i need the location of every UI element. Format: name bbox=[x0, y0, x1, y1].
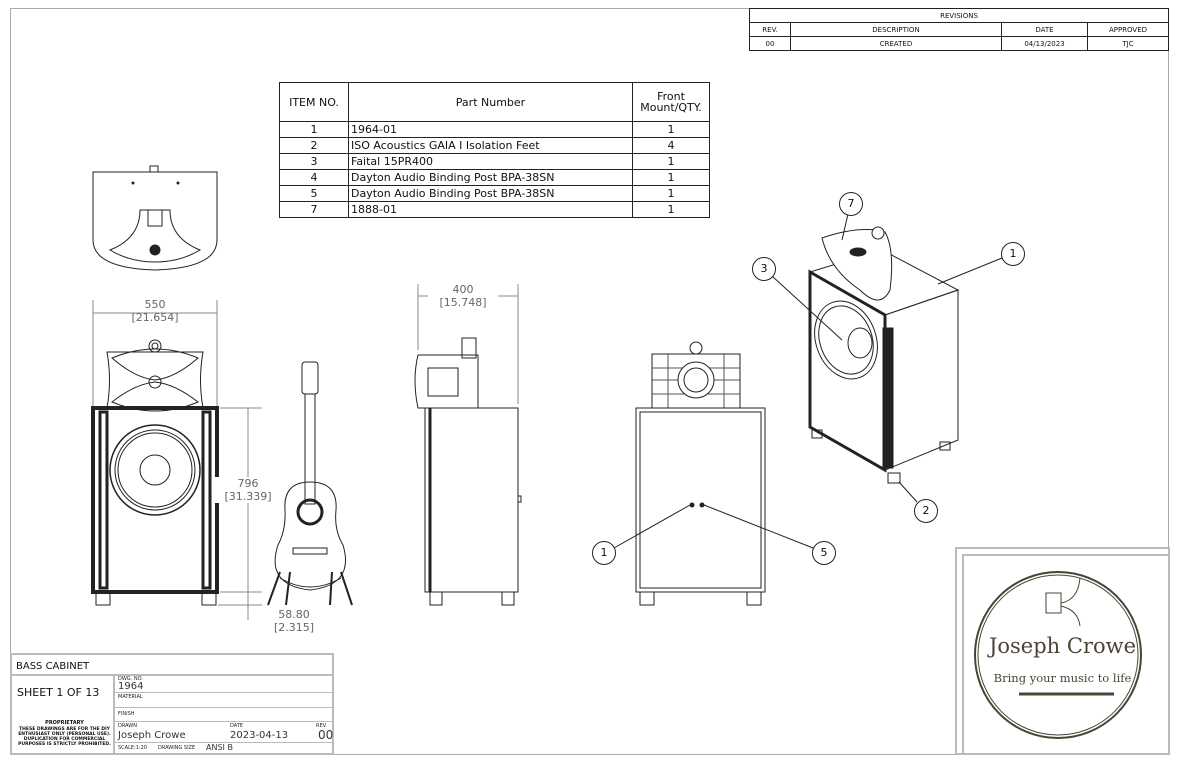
revision-row: 00 CREATED 04/13/2023 TJC bbox=[749, 36, 1169, 51]
balloon-item-2: 2 bbox=[914, 499, 938, 523]
feet-in: [2.315] bbox=[273, 621, 315, 634]
balloon-item-1-back: 1 bbox=[592, 541, 616, 565]
part-number: 1888-01 bbox=[348, 201, 633, 218]
height-dimension: 796[31.339] bbox=[213, 477, 283, 503]
depth-in: [15.748] bbox=[439, 296, 487, 309]
approved-cell: TJC bbox=[1087, 36, 1169, 51]
qty-header-line1: Front bbox=[657, 90, 685, 103]
rev-label: REV. bbox=[316, 723, 327, 729]
drawn-label: DRAWN bbox=[118, 723, 137, 729]
qty-header-line2: Mount/QTY. bbox=[640, 101, 702, 114]
top-view bbox=[92, 165, 218, 271]
side-view bbox=[414, 284, 522, 606]
balloon-item-7: 7 bbox=[839, 192, 863, 216]
drawing-size-label: DRAWING SIZE bbox=[158, 745, 196, 751]
back-view bbox=[613, 341, 814, 606]
logo-name: Joseph Crowe bbox=[988, 634, 1137, 658]
dwg-no-label: DWG. NO. bbox=[118, 676, 143, 682]
dwg-no: 1964 bbox=[118, 681, 144, 692]
item-no: 7 bbox=[279, 201, 349, 218]
title-block: BASS CABINET SHEET 1 OF 13 DWG. NO. 1964… bbox=[10, 653, 334, 755]
logo-tagline: Bring your music to life bbox=[993, 671, 1132, 685]
width-mm: 550 bbox=[144, 298, 166, 311]
depth-dimension: 400[15.748] bbox=[428, 283, 498, 309]
scale: SCALE:1:20 bbox=[118, 745, 147, 751]
date-label: DATE bbox=[230, 723, 244, 729]
guitar-scale-reference bbox=[267, 361, 353, 606]
item-no-header: ITEM NO. bbox=[279, 82, 349, 122]
drawn-by: Joseph Crowe bbox=[118, 730, 186, 741]
drawing-date: 2023-04-13 bbox=[230, 730, 289, 741]
height-in: [31.339] bbox=[224, 490, 272, 503]
part-number: Faital 15PR400 bbox=[348, 153, 633, 170]
finish-label: FINISH bbox=[118, 711, 135, 717]
feet-dimension: 58.80[2.315] bbox=[259, 608, 329, 634]
balloon-item-5: 5 bbox=[812, 541, 836, 565]
proprietary-notice: THESE DRAWINGS ARE FOR THE DIY ENTHUSIAS… bbox=[18, 727, 111, 747]
rev-cell: 00 bbox=[749, 36, 791, 51]
revisions-table: REVISIONS REV. DESCRIPTION DATE APPROVED… bbox=[749, 8, 1169, 51]
drawing-size: ANSI B bbox=[206, 743, 233, 752]
sheet-number: SHEET 1 OF 13 bbox=[17, 686, 100, 699]
feet-mm: 58.80 bbox=[278, 608, 310, 621]
proprietary-title: PROPRIETARY bbox=[45, 720, 84, 726]
balloon-item-3: 3 bbox=[752, 257, 776, 281]
logo-inner-frame bbox=[962, 554, 1168, 753]
company-logo: Joseph Crowe Bring your music to life bbox=[955, 547, 1170, 755]
drawing-frame bbox=[10, 8, 1169, 755]
revision: 00 bbox=[318, 728, 334, 742]
front-view bbox=[91, 300, 262, 620]
drawing-title: BASS CABINET bbox=[16, 661, 90, 672]
material-label: MATERIAL bbox=[118, 694, 143, 700]
width-in: [21.654] bbox=[131, 311, 179, 324]
balloon-item-1-iso: 1 bbox=[1001, 242, 1025, 266]
depth-mm: 400 bbox=[452, 283, 474, 296]
width-dimension: 550[21.654] bbox=[120, 298, 190, 324]
height-mm: 796 bbox=[237, 477, 259, 490]
logo-mark bbox=[974, 571, 1142, 739]
qty: 1 bbox=[632, 201, 710, 218]
isometric-view bbox=[771, 213, 1003, 503]
